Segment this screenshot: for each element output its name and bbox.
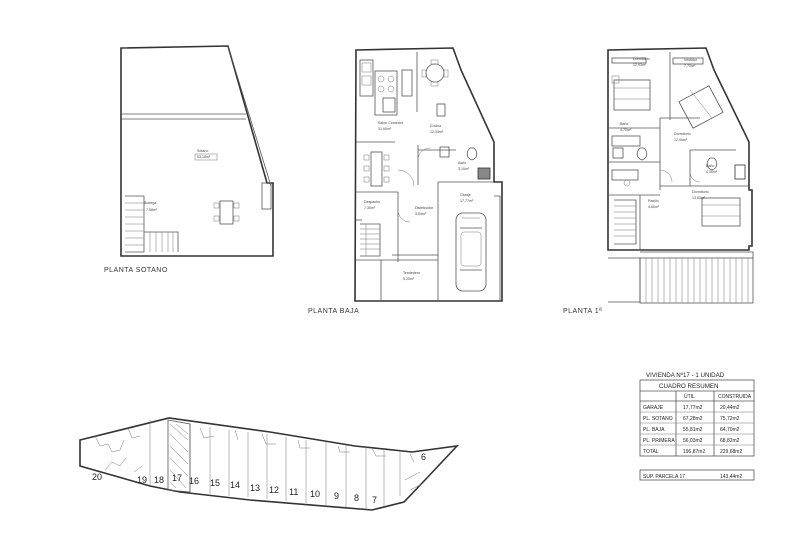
row-construida: 229,68m2	[720, 449, 742, 455]
parcela-label: SUP. PARCELA 17	[643, 474, 685, 480]
room-area: 3,54m²	[415, 212, 427, 216]
room-area: 4,60m²	[648, 205, 660, 209]
lot-number: 6	[421, 452, 426, 462]
summary-title: VIVIENDA Nº17 - 1 UNIDAD	[646, 372, 725, 379]
lot-number: 10	[310, 489, 320, 499]
row-util: 196,87m2	[683, 449, 705, 455]
room-label: Garaje	[460, 193, 471, 197]
room-label: Salón Comedor	[378, 121, 404, 125]
terrace-hatch	[608, 251, 754, 304]
room-area: 13,60m²	[692, 196, 706, 200]
row-construida: 20,44m2	[720, 405, 740, 411]
lot-number: 7	[372, 495, 377, 505]
room-area: 4,30m²	[706, 170, 718, 174]
room-area: 12,33m²	[430, 130, 444, 134]
dining-table-sotano	[213, 200, 240, 225]
room-label: Despacho	[364, 200, 380, 204]
plan-sotano: Sótano 53,18m² Bodega 7,58m² PLANTA SOTA…	[104, 45, 274, 274]
stair-sotano	[125, 195, 179, 253]
column-header-util: ÚTIL	[684, 393, 695, 400]
room-label: Dormitorio	[692, 190, 709, 194]
room-area: 3,10m²	[458, 167, 470, 171]
room-area: 53,18m²	[197, 155, 211, 159]
room-label: Baño	[706, 164, 714, 168]
room-label: Distribuidor	[415, 206, 434, 210]
room-area: 7,30m²	[364, 206, 376, 210]
row-label: GARAJE	[643, 405, 664, 411]
room-label: Baño	[620, 122, 628, 126]
room-label: Vestidor	[684, 58, 698, 62]
lot-number: 18	[154, 475, 164, 485]
lot-number: 12	[269, 485, 279, 495]
row-label: PL. PRIMERA	[643, 438, 675, 444]
kitchen-fittings	[359, 59, 413, 116]
room-area: 12,06m²	[674, 138, 688, 142]
room-area: 31,60m²	[378, 127, 392, 131]
room-label: Aseo	[458, 161, 466, 165]
row-util: 55,81m2	[683, 427, 703, 433]
summary-header: CUADRO RESUMEN	[659, 383, 718, 390]
row-label: TOTAL	[643, 449, 659, 455]
row-construida: 75,72m2	[720, 416, 740, 422]
round-table-kitchen	[421, 59, 449, 117]
lot-number: 14	[230, 480, 240, 490]
parcela-value: 143,44m2	[720, 474, 742, 480]
site-plan	[79, 417, 460, 511]
room-label: Dormitorio	[633, 57, 650, 61]
room-area: 7,58m²	[146, 208, 158, 212]
room-label: Cocina	[430, 124, 441, 128]
room-label: Dormitorio	[674, 132, 691, 136]
room-area: 4,70m²	[620, 128, 632, 132]
lot-number: 13	[250, 483, 260, 493]
bed-2	[678, 85, 724, 129]
room-area: 7,70m²	[684, 64, 696, 68]
lot-number: 8	[354, 493, 359, 503]
plan-baja: Salón Comedor 31,60m² Cocina 12,33m² Ase…	[308, 47, 503, 315]
stair-baja	[360, 223, 381, 257]
room-area: 17,77m²	[460, 199, 474, 203]
plan-title-sotano: PLANTA SOTANO	[104, 267, 168, 274]
plan-title-primera: PLANTA 1ª	[563, 308, 602, 315]
room-area: 12,93m²	[633, 63, 647, 67]
column-header-construida: CONSTRUIDA	[718, 394, 752, 400]
row-util: 17,77m2	[683, 405, 703, 411]
bed-3	[701, 197, 741, 227]
row-util: 56,03m2	[683, 438, 703, 444]
plan-primera: Dormitorio 12,93m² Vestidor 7,70m² Dormi…	[563, 47, 754, 315]
lot-number: 16	[189, 476, 199, 486]
row-construida: 68,82m2	[720, 438, 740, 444]
plan-title-baja: PLANTA BAJA	[308, 308, 359, 315]
room-label: Tendedero	[403, 271, 420, 275]
summary-table: VIVIENDA Nº17 - 1 UNIDAD CUADRO RESUMEN …	[639, 372, 755, 481]
room-label: Bodega	[144, 201, 156, 205]
lot-number: 20	[92, 472, 102, 482]
car-garage	[455, 212, 487, 292]
lot-number: 19	[137, 475, 147, 485]
row-label: PL. SOTANO	[643, 416, 673, 422]
row-util: 67,28m2	[683, 416, 703, 422]
dining-table-baja	[363, 151, 390, 187]
room-area: 5,20m²	[403, 277, 415, 281]
lot-number: 17	[172, 473, 182, 483]
row-construida: 64,70m2	[720, 427, 740, 433]
lot-number: 11	[289, 487, 298, 497]
room-label: Sótano	[197, 149, 208, 153]
row-label: PL. BAJA	[643, 427, 665, 433]
lot-number: 15	[210, 478, 220, 488]
room-label: Pasillo	[648, 199, 659, 203]
stair-primera	[614, 199, 637, 245]
site-lot-numbers: 20 19 18 17 16 15 14 13 12 11 10 9 8 7 6	[92, 452, 426, 505]
bed-1	[611, 75, 651, 111]
lot-number: 9	[334, 491, 339, 501]
